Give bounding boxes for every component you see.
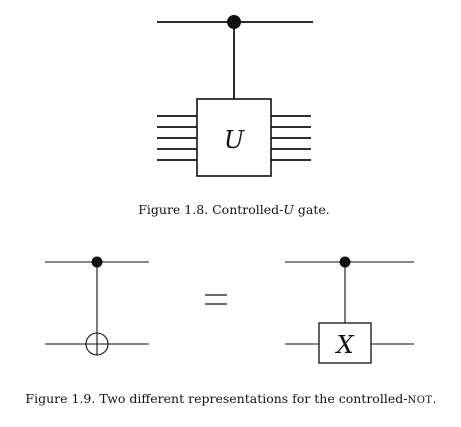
x-gate-box <box>318 322 372 364</box>
x-gate-label: X <box>334 331 354 359</box>
target-register-wires-left <box>157 115 197 161</box>
controlled-x-circuit: X <box>285 256 414 364</box>
controlled-u-circuit: U <box>157 15 313 177</box>
figure-1-9-caption-suffix: . <box>433 391 437 406</box>
figure-1-8-caption: Figure 1.8. Controlled-U gate. <box>138 202 330 217</box>
figure-1-9-caption-smallcaps: not <box>407 395 432 406</box>
u-gate-box <box>196 98 272 177</box>
figure-1-8-caption-var: U <box>283 202 294 217</box>
figure-1-8-caption-suffix: gate. <box>294 202 330 217</box>
cnot-oplus-circuit <box>45 256 149 356</box>
figure-1-8-caption-prefix: Figure 1.8. Controlled- <box>138 202 283 217</box>
u-gate-label: U <box>224 126 245 154</box>
figure-1-9-caption-prefix: Figure 1.9. Two different representation… <box>25 391 407 406</box>
figure-1-9-caption: Figure 1.9. Two different representation… <box>25 391 436 406</box>
equals-sign <box>205 294 227 305</box>
target-register-wires-right <box>271 115 311 161</box>
